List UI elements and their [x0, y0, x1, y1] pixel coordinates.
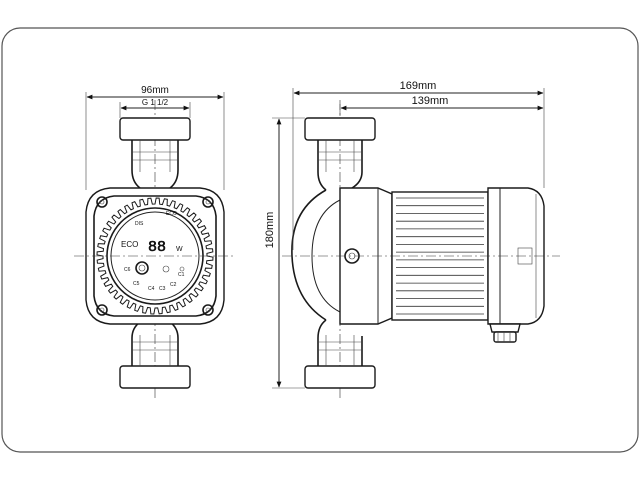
thread-label: G 1 1/2: [142, 98, 169, 107]
front-top-flange: [119, 117, 191, 141]
panel-marker-top-left: DIS: [135, 221, 144, 227]
front-top-neck: [131, 140, 179, 189]
front-screw-icon: [202, 196, 214, 208]
side-top-flange: [304, 117, 376, 141]
panel-marker-c2: C2: [170, 282, 177, 288]
panel-button[interactable]: [135, 261, 149, 275]
side-pump-body: [339, 187, 393, 325]
side-cable-gland: [489, 323, 521, 333]
front-view: DIS ECO ECO 88 W C6 C5 C4 C3 C2 C1 96mm …: [74, 85, 236, 400]
motor-cooling-fins: [396, 197, 484, 315]
panel-indicator: [179, 266, 185, 272]
panel-marker-c1: C1: [178, 272, 185, 278]
front-bottom-flange: [119, 365, 191, 389]
panel-marker-c5: C5: [133, 281, 140, 287]
panel-mode-label: ECO: [121, 240, 138, 249]
panel-marker-c6: C6: [124, 267, 131, 273]
panel-unit-label: W: [176, 246, 183, 253]
panel-marker-top-right: ECO: [166, 211, 177, 217]
panel-marker-c4: C4: [148, 286, 155, 292]
height-dimension-label: 180mm: [264, 212, 276, 249]
side-view: 169mm 139mm 180mm: [264, 80, 560, 400]
front-screw-icon: [202, 304, 214, 316]
panel-display-value: 88: [148, 239, 166, 256]
front-screw-icon: [96, 304, 108, 316]
drawing-frame: [1, 27, 639, 453]
panel-marker-c3: C3: [159, 286, 166, 292]
width-dimension-label: 96mm: [141, 85, 169, 96]
side-volute-casing: [291, 189, 327, 321]
length-total-dimension-label: 169mm: [400, 80, 437, 92]
side-bottom-flange: [304, 365, 376, 389]
length-body-dimension-label: 139mm: [412, 95, 449, 107]
panel-indicator: [162, 265, 170, 273]
front-screw-icon: [96, 196, 108, 208]
